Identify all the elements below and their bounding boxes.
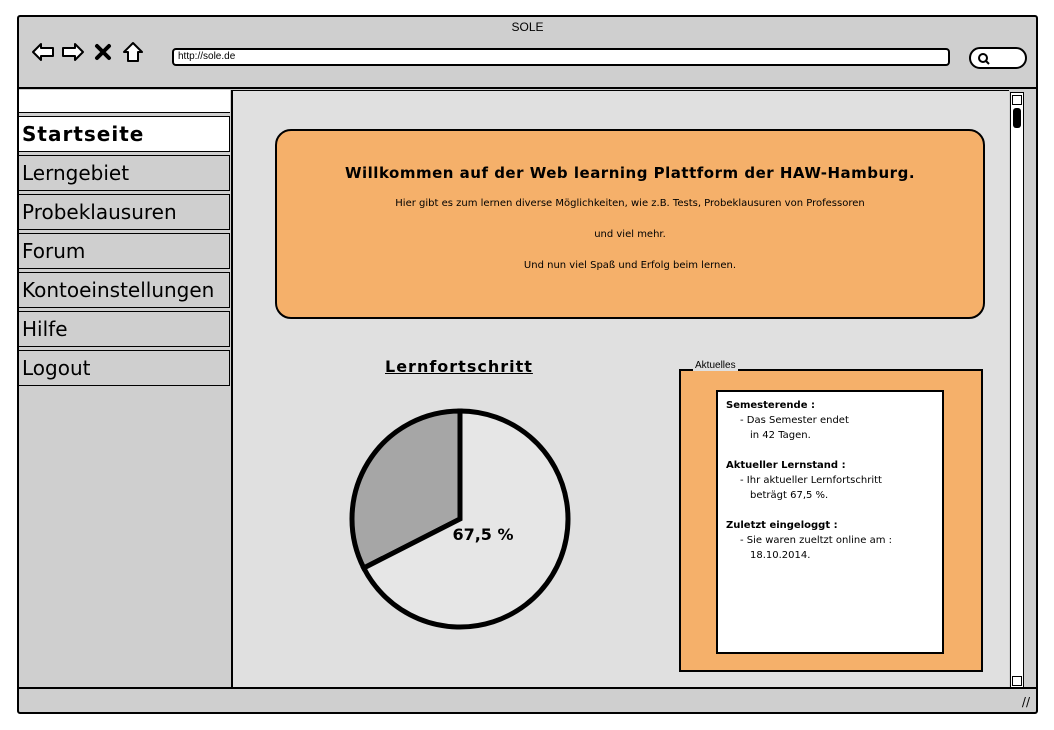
sidebar: Startseite Lerngebiet Probeklausuren For… [19,90,230,386]
welcome-title: Willkommen auf der Web learning Plattfor… [344,164,916,182]
welcome-line-1: Hier gibt es zum lernen diverse Möglichk… [395,198,865,209]
browser-nav-icons [31,39,145,65]
news-heading-lernstand: Aktueller Lernstand : [726,460,846,471]
news-line: in 42 Tagen. [750,430,811,441]
scroll-down-arrow-icon[interactable] [1012,676,1022,686]
search-button[interactable] [969,47,1027,69]
resize-grip-icon[interactable]: // [1021,695,1030,709]
browser-window: SOLE http://sole.de Startseite Lerngebie… [17,15,1038,714]
chrome-divider [19,87,1036,89]
news-line: - Sie waren zueltzt online am : [740,535,892,546]
sidebar-item-lerngebiet[interactable]: Lerngebiet [19,155,230,191]
welcome-panel: Willkommen auf der Web learning Plattfor… [275,129,985,319]
pie-slice-remaining [349,408,463,572]
sidebar-item-kontoeinstellungen[interactable]: Kontoeinstellungen [19,272,230,308]
sidebar-spacer [19,90,230,113]
scroll-up-arrow-icon[interactable] [1012,95,1022,105]
news-line: - Ihr aktueller Lernfortschritt [740,475,882,486]
news-heading-zuletzt: Zuletzt eingeloggt : [726,520,838,531]
statusbar-divider [19,687,1036,689]
sidebar-item-hilfe[interactable]: Hilfe [19,311,230,347]
search-icon [978,53,990,65]
news-line: beträgt 67,5 %. [750,490,829,501]
url-input[interactable]: http://sole.de [172,48,950,66]
pie-label: 67,5 % [452,525,513,544]
stop-x-icon[interactable] [91,40,115,64]
sidebar-item-startseite[interactable]: Startseite [19,116,230,152]
home-icon[interactable] [121,40,145,64]
news-line: - Das Semester endet [740,415,849,426]
chart-title: Lernfortschritt [385,357,533,376]
progress-pie-chart: 67,5 % [349,408,571,630]
pie-slice-progress [360,408,571,630]
welcome-line-2: und viel mehr. [594,229,666,240]
news-content: Semesterende : - Das Semester endet in 4… [716,390,944,654]
welcome-line-3: Und nun viel Spaß und Erfolg beim lernen… [523,260,737,271]
sidebar-item-probeklausuren[interactable]: Probeklausuren [19,194,230,230]
news-line: 18.10.2014. [750,550,811,561]
back-arrow-icon[interactable] [31,40,55,64]
news-legend: Aktuelles [693,360,738,371]
sidebar-item-forum[interactable]: Forum [19,233,230,269]
window-title: SOLE [511,20,544,34]
forward-arrow-icon[interactable] [61,40,85,64]
vertical-scrollbar[interactable] [1010,92,1024,689]
sidebar-item-logout[interactable]: Logout [19,350,230,386]
scroll-thumb[interactable] [1013,108,1021,128]
news-heading-semesterende: Semesterende : [726,400,815,411]
